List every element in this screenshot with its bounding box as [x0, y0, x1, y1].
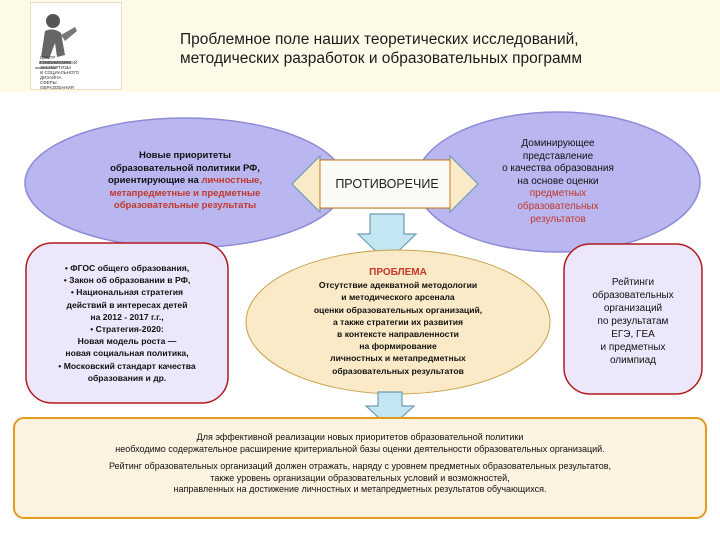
documents-line: • Стратегия-2020: — [90, 324, 164, 335]
documents-line: • Национальная стратегия — [70, 287, 184, 298]
right-ellipse-line-highlight: образовательных — [517, 200, 599, 212]
documents-line: • Закон об образовании в РФ, — [63, 275, 191, 286]
bottom-box — [13, 417, 707, 519]
ratings-text: Рейтинги образовательных организаций по … — [568, 276, 698, 367]
problem-line: оценки образовательных организаций, — [313, 304, 483, 315]
right-ellipse-line: о качества образования — [502, 163, 614, 175]
right-ellipse-line-highlight: результатов — [530, 213, 586, 225]
right-ellipse-line: Доминирующее — [521, 138, 595, 149]
documents-line: • Московский стандарт качества — [58, 360, 196, 371]
problem-line: и методического арсенала — [341, 292, 455, 303]
documents-box — [25, 242, 229, 404]
page-title: Проблемное поле наших теоретических иссл… — [180, 30, 700, 68]
logo — [30, 2, 122, 90]
ratings-line: организаций — [603, 303, 663, 314]
left-ellipse-line-prefix: ориентирующие на — [107, 175, 202, 186]
right-ellipse-line: представление — [522, 150, 594, 162]
documents-line: • ФГОС общего образования, — [64, 263, 190, 273]
problem-line: а также стратегии их развития — [332, 316, 464, 327]
ratings-line: и предметных — [600, 342, 666, 353]
contradiction-label: ПРОТИВОРЕЧИЕ — [335, 177, 439, 191]
documents-line: образования и др. — [87, 372, 167, 383]
left-ellipse-text: Новые приоритеты образовательной политик… — [60, 150, 310, 213]
logo-line: ГУМАНИТАРНОЙ ЭКСПЕРТИЗЫ — [40, 60, 78, 70]
documents-line: Новая модель роста — — [77, 336, 177, 347]
problem-line: личностных и метапредметных — [330, 353, 466, 364]
title-line-1: Проблемное поле наших теоретических иссл… — [180, 31, 579, 48]
left-ellipse-line-highlight: метапредметные и предметные — [109, 187, 261, 199]
ratings-line: образовательных — [592, 290, 674, 301]
documents-line: на 2012 - 2017 г.г., — [90, 311, 164, 322]
ratings-line: олимпиад — [609, 355, 657, 366]
problem-line: образовательных результатов — [332, 365, 464, 376]
bottom-line: Рейтинг образовательных организаций долж… — [108, 461, 612, 471]
right-ellipse-line: на основе оценки — [517, 175, 599, 187]
documents-line: действий в интересах детей — [66, 299, 188, 310]
left-ellipse-line: образовательной политики РФ, — [110, 162, 260, 174]
problem-text: ПРОБЛЕМА Отсутствие адекватной методолог… — [278, 267, 518, 377]
problem-title: ПРОБЛЕМА — [369, 267, 427, 278]
right-ellipse-line-highlight: предметных — [529, 188, 587, 200]
documents-text: • ФГОС общего образования, • Закон об об… — [30, 262, 224, 384]
left-ellipse-line: Новые приоритеты — [139, 150, 231, 161]
ratings-line: Рейтинги — [611, 277, 655, 288]
ratings-line: ЕГЭ, ГЕА — [611, 329, 655, 340]
down-arrow-icon — [356, 213, 418, 263]
title-line-2: методических разработок и образовательны… — [180, 50, 582, 67]
documents-line: новая социальная политика, — [65, 348, 189, 359]
bottom-line: направленных на достижение личностных и … — [173, 484, 547, 494]
right-ellipse-text: Доминирующее представление о качества об… — [470, 138, 646, 226]
ratings-box — [563, 243, 703, 395]
contradiction-box — [319, 159, 451, 209]
logo-line: СФЕРЫ ОБРАЗОВАНИЯ — [40, 80, 74, 90]
problem-line: Отсутствие адекватной методологии — [318, 280, 478, 291]
problem-line: в контексте направленности — [337, 329, 459, 340]
ratings-line: по результатам — [597, 316, 669, 327]
logo-text: ЦЕНТР ГУМАНИТАРНОЙ ЭКСПЕРТИЗЫ И СОЦИАЛЬН… — [40, 55, 88, 90]
bottom-text: Для эффективной реализации новых приорит… — [14, 420, 706, 496]
bottom-line: также уровень организации образовательны… — [210, 472, 510, 483]
left-ellipse-line-highlight: образовательные результаты — [113, 200, 257, 211]
left-ellipse-highlight: личностные, — [201, 175, 262, 186]
bottom-line: необходимо содержательное расширение кри… — [115, 443, 605, 454]
logo-figure-icon — [35, 14, 77, 69]
bottom-line: Для эффективной реализации новых приорит… — [196, 432, 524, 442]
problem-line: на формирование — [359, 341, 437, 352]
logo-line: ЦЕНТР — [40, 55, 56, 60]
logo-line: И СОЦИАЛЬНОГО ДИЗАЙНА — [40, 70, 80, 80]
left-ellipse-line: ориентирующие на личностные, — [60, 175, 310, 188]
